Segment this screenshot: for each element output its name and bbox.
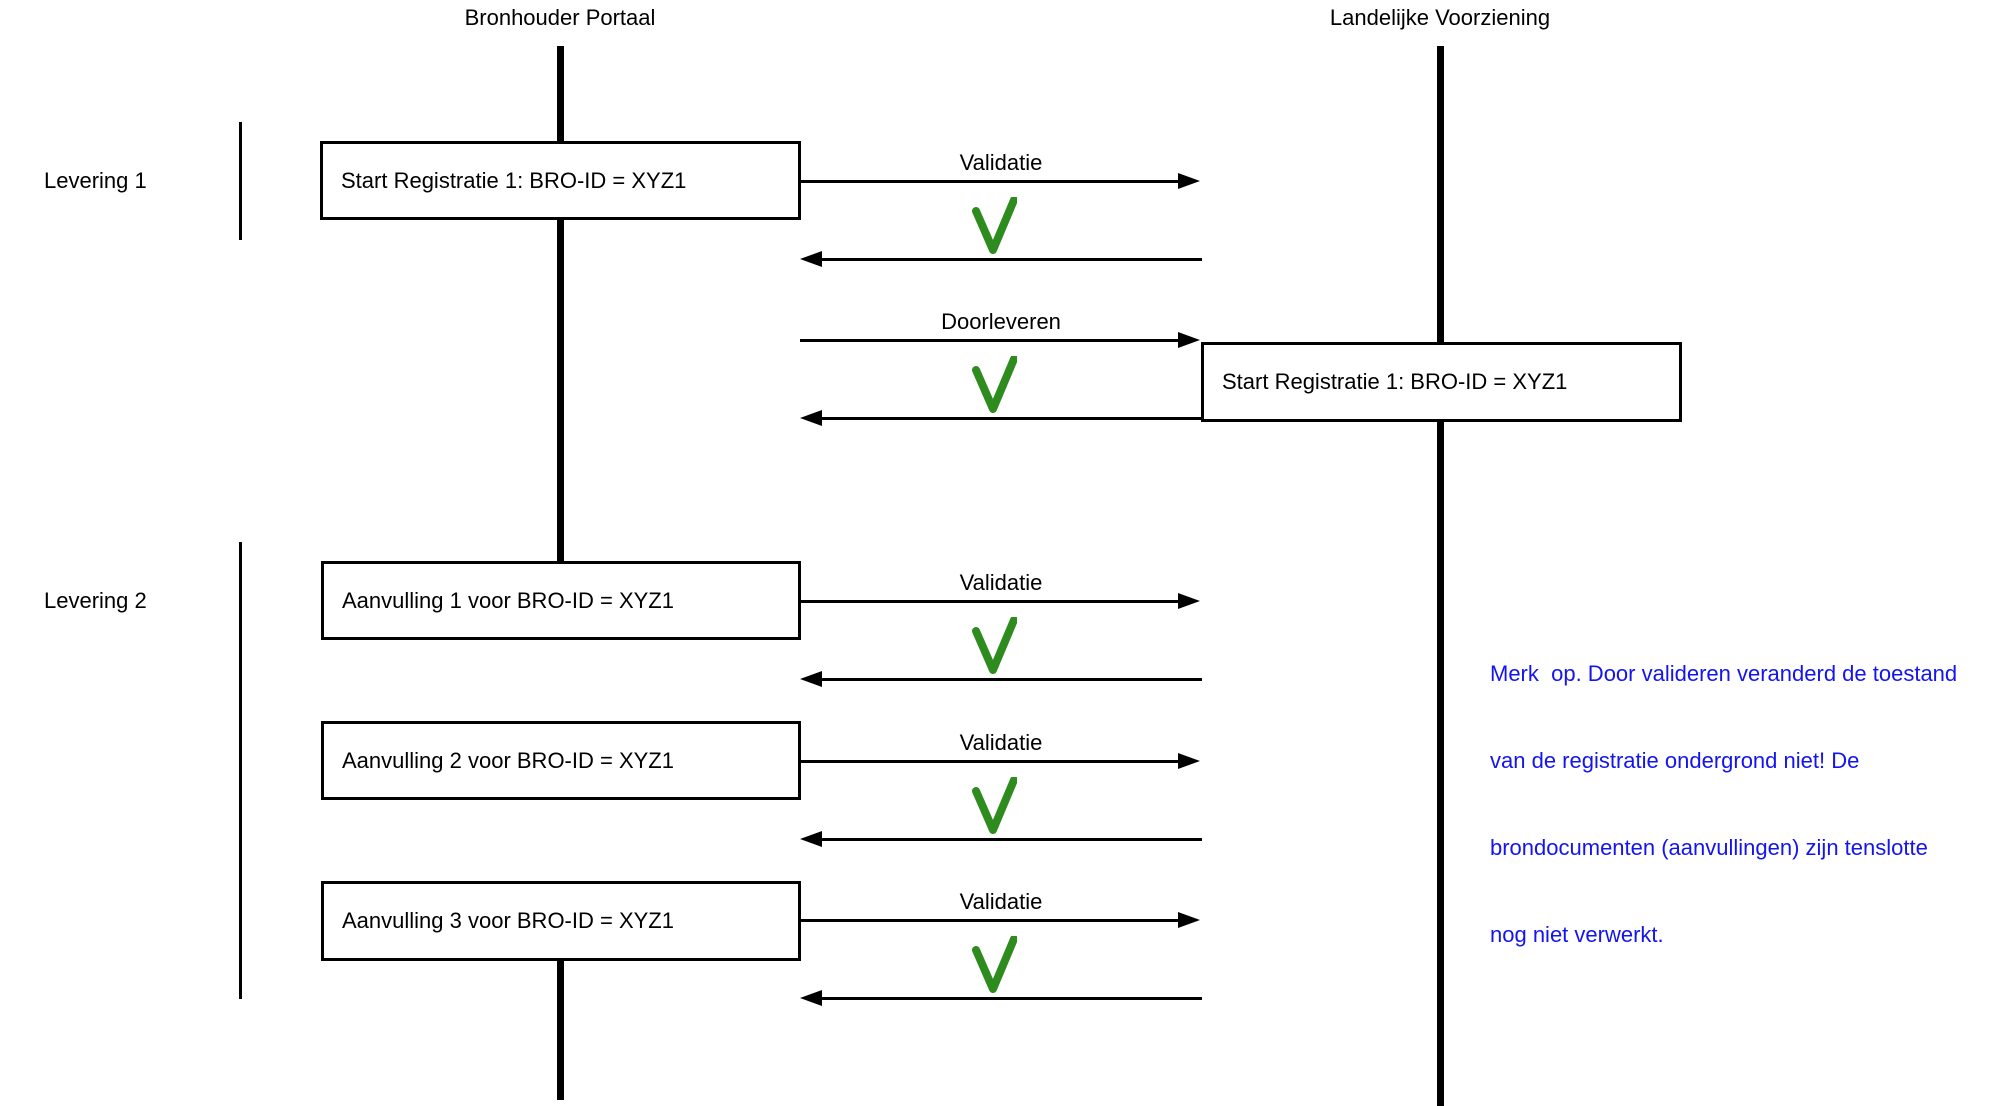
check-icon	[972, 617, 1017, 674]
annotation-note: Merk op. Door valideren veranderd de toe…	[1490, 601, 1957, 1007]
request-arrowhead-icon	[1178, 912, 1200, 928]
check-icon	[972, 777, 1017, 834]
check-icon	[972, 197, 1017, 254]
message-group-validatie-3: Validatie	[800, 730, 1202, 860]
response-arrow-line	[818, 258, 1202, 261]
response-arrowhead-icon	[800, 671, 822, 687]
group-label-levering-2: Levering 2	[44, 588, 147, 613]
group-label-levering-1: Levering 1	[44, 168, 147, 193]
response-arrowhead-icon	[800, 990, 822, 1006]
response-arrow-line	[818, 838, 1202, 841]
request-arrow-line	[800, 760, 1180, 763]
check-icon	[972, 356, 1017, 413]
message-label: Validatie	[959, 570, 1043, 595]
message-group-validatie-2: Validatie	[800, 570, 1202, 700]
check-icon	[972, 936, 1017, 993]
request-arrowhead-icon	[1178, 332, 1200, 348]
request-arrow-line	[800, 919, 1180, 922]
message-group-validatie-1: Validatie	[800, 150, 1202, 280]
note-line: brondocumenten (aanvullingen) zijn tensl…	[1490, 835, 1928, 860]
box-aanvulling-2: Aanvulling 2 voor BRO-ID = XYZ1	[321, 721, 801, 800]
box-text: Aanvulling 1 voor BRO-ID = XYZ1	[342, 587, 674, 613]
lane-title-bronhouder-portaal: Bronhouder Portaal	[464, 5, 656, 30]
request-arrow-line	[800, 180, 1180, 183]
request-arrow-line	[800, 600, 1180, 603]
box-aanvulling-1: Aanvulling 1 voor BRO-ID = XYZ1	[321, 561, 801, 640]
lifeline-bronhouder-lower	[557, 960, 564, 1100]
request-arrowhead-icon	[1178, 593, 1200, 609]
lifeline-bronhouder-upper	[557, 46, 564, 561]
response-arrowhead-icon	[800, 410, 822, 426]
message-label: Validatie	[959, 889, 1043, 914]
lifeline-landelijke-voorziening	[1437, 46, 1444, 1106]
response-arrowhead-icon	[800, 831, 822, 847]
box-text: Start Registratie 1: BRO-ID = XYZ1	[341, 167, 687, 193]
note-line: van de registratie ondergrond niet! De	[1490, 748, 1860, 773]
message-label: Validatie	[959, 730, 1043, 755]
box-text: Aanvulling 3 voor BRO-ID = XYZ1	[342, 908, 674, 933]
box-aanvulling-3: Aanvulling 3 voor BRO-ID = XYZ1	[321, 881, 801, 961]
box-text: Start Registratie 1: BRO-ID = XYZ1	[1222, 369, 1568, 394]
message-group-validatie-4: Validatie	[800, 889, 1202, 1019]
message-label: Validatie	[959, 150, 1043, 175]
box-text: Aanvulling 2 voor BRO-ID = XYZ1	[342, 747, 674, 773]
group-bracket-levering-1	[239, 122, 242, 240]
note-line: Merk op. Door valideren veranderd de toe…	[1490, 661, 1958, 686]
message-group-doorleveren: Doorleveren	[800, 309, 1202, 439]
response-arrow-line	[818, 678, 1202, 681]
response-arrow-line	[818, 997, 1202, 1000]
response-arrowhead-icon	[800, 251, 822, 267]
box-start-registratie-bronhouder: Start Registratie 1: BRO-ID = XYZ1	[320, 141, 801, 220]
request-arrowhead-icon	[1178, 173, 1200, 189]
response-arrow-line	[818, 417, 1202, 420]
request-arrow-line	[800, 339, 1180, 342]
group-bracket-levering-2	[239, 542, 242, 999]
lane-title-landelijke-voorziening: Landelijke Voorziening	[1329, 5, 1551, 30]
note-line: nog niet verwerkt.	[1490, 922, 1664, 947]
request-arrowhead-icon	[1178, 753, 1200, 769]
box-start-registratie-landelijke-voorziening: Start Registratie 1: BRO-ID = XYZ1	[1201, 342, 1682, 422]
message-label: Doorleveren	[941, 309, 1061, 334]
